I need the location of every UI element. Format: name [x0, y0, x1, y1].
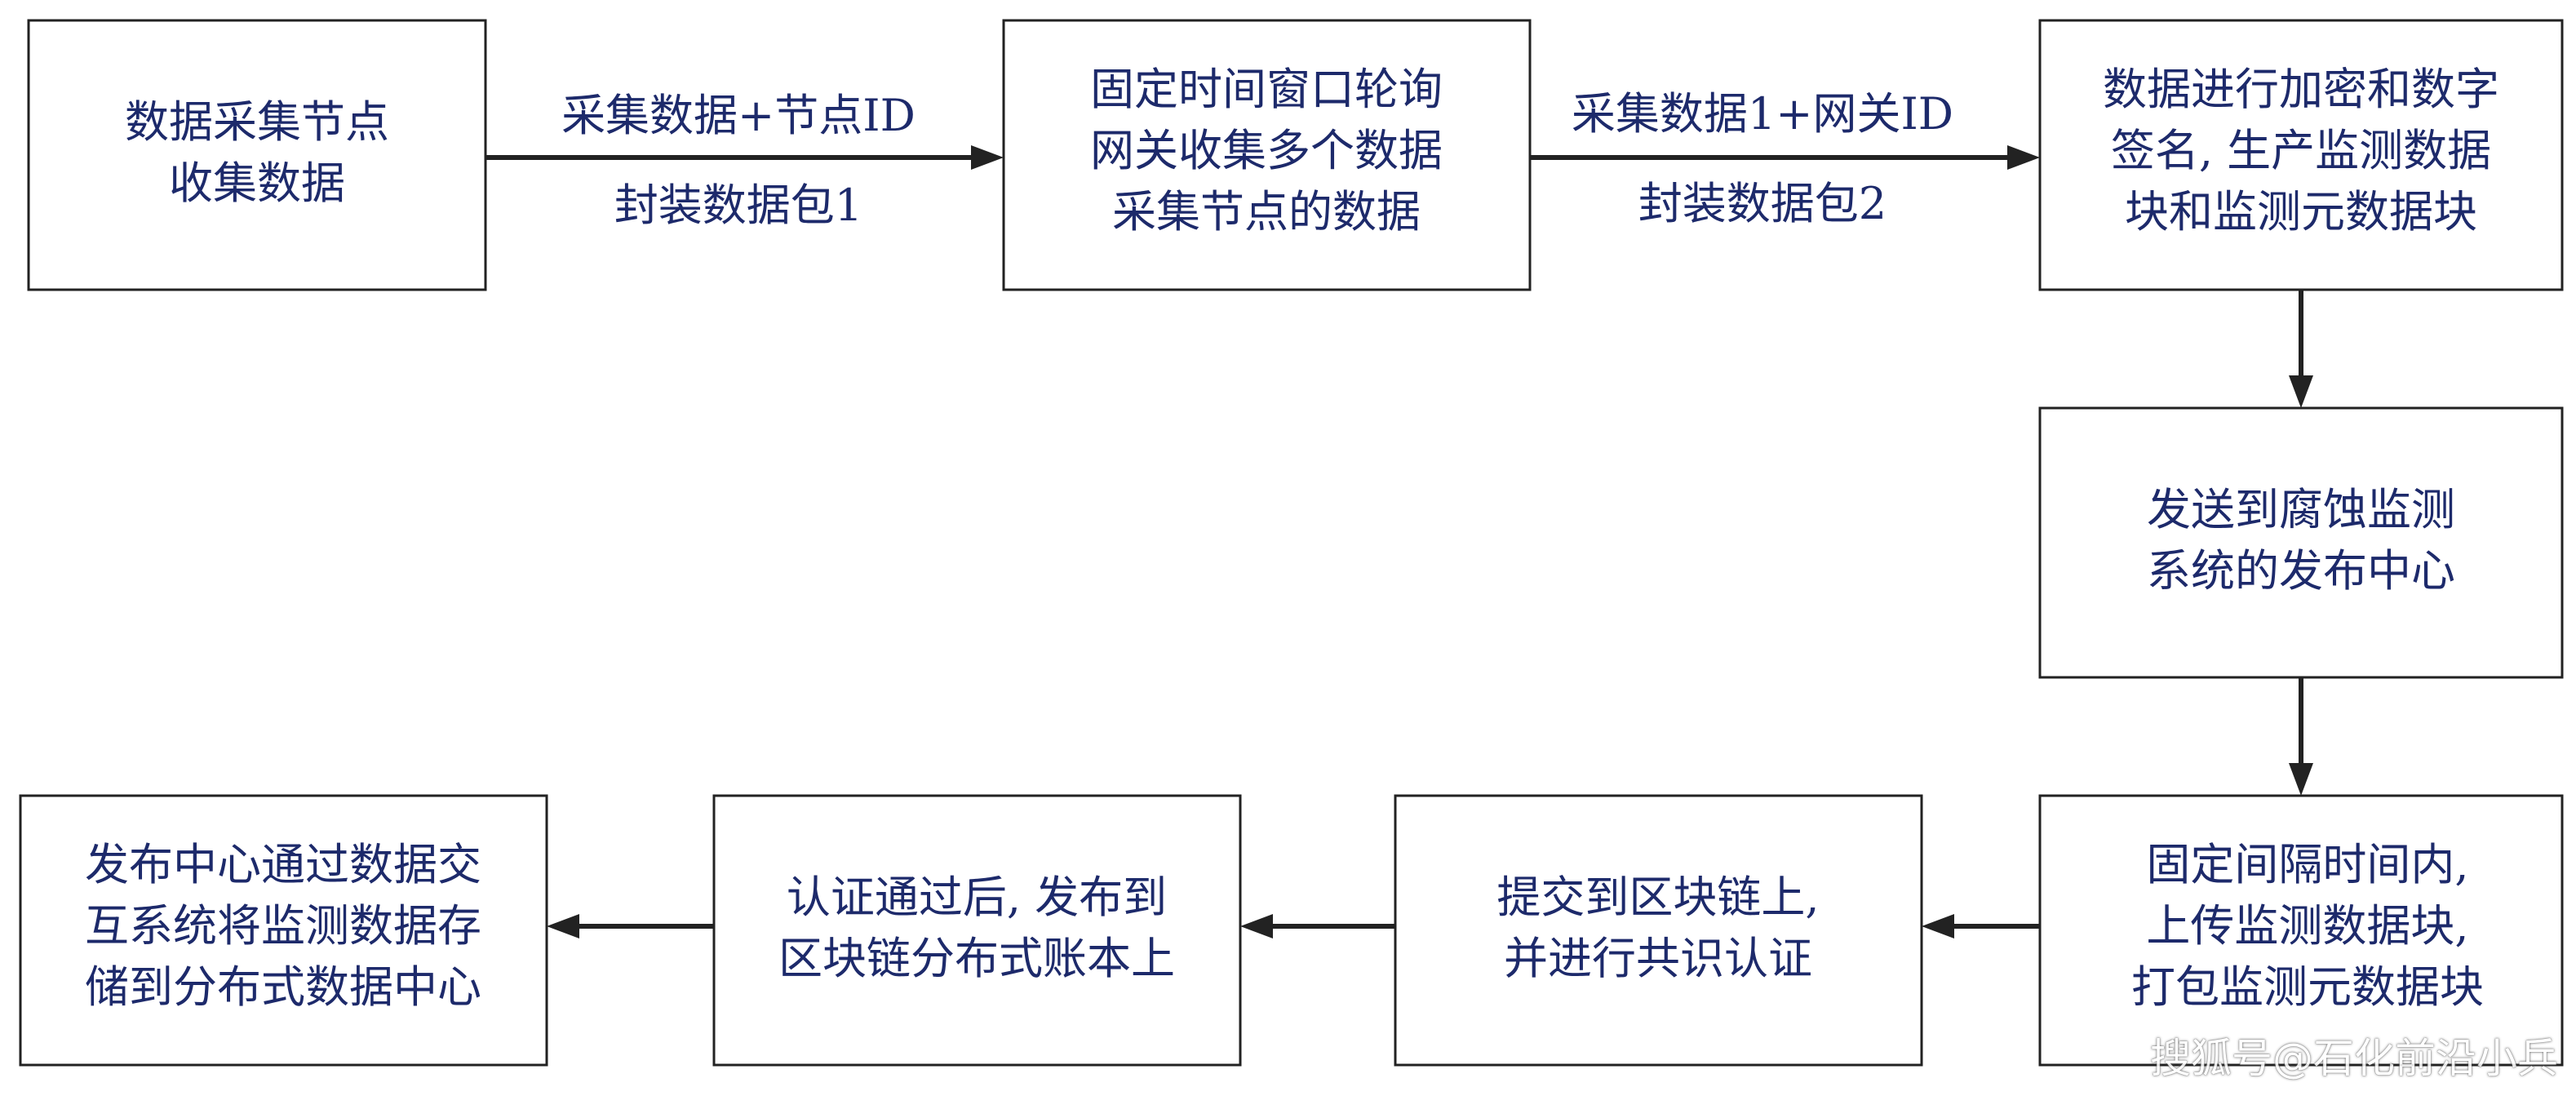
edge-1-label-above: 采集数据+节点ID — [561, 90, 916, 141]
node-publish-line-2: 区块链分布式账本上 — [778, 933, 1175, 984]
arrow-send-to-upload — [2289, 677, 2313, 796]
arrow-gateway-to-encrypt — [1530, 145, 2040, 170]
node-upload-line-3: 打包监测元数据块 — [2131, 961, 2484, 1013]
arrow-collect-to-gateway — [485, 145, 1004, 170]
node-gateway-box — [1002, 19, 1532, 291]
node-encrypt-box — [2038, 19, 2564, 291]
node-collect-box — [27, 19, 487, 291]
node-submit-line-1: 提交到区块链上, — [1496, 872, 1819, 923]
node-publish-line-1: 认证通过后, 发布到 — [787, 872, 1167, 923]
node-send-box — [2038, 406, 2564, 679]
node-encrypt-line-3: 块和监测元数据块 — [2125, 186, 2477, 237]
edge-2-label-above: 采集数据1+网关ID — [1572, 88, 1953, 140]
node-store-box — [19, 794, 548, 1067]
node-send-line-2: 系统的发布中心 — [2147, 545, 2455, 597]
node-upload-line-2: 上传监测数据块, — [2146, 900, 2468, 952]
node-store-line-1: 发布中心通过数据交 — [85, 839, 481, 890]
watermark: 搜狐号@石化前沿小兵 — [2150, 1035, 2558, 1082]
arrow-upload-to-submit — [1922, 914, 2040, 938]
node-submit-box — [1394, 794, 1923, 1067]
node-store-line-3: 储到分布式数据中心 — [85, 961, 481, 1013]
node-store-line-2: 互系统将监测数据存 — [85, 900, 481, 952]
node-collect-line-2: 收集数据 — [169, 158, 345, 209]
node-publish-box — [712, 794, 1242, 1067]
node-send-line-1: 发送到腐蚀监测 — [2147, 484, 2455, 535]
edge-2-label-below: 封装数据包2 — [1638, 178, 1887, 229]
node-encrypt-line-1: 数据进行加密和数字 — [2103, 64, 2499, 115]
node-gateway-line-1: 固定时间窗口轮询 — [1090, 64, 1443, 115]
node-submit-line-2: 并进行共识认证 — [1504, 933, 1812, 984]
arrow-submit-to-publish — [1240, 914, 1395, 938]
node-gateway-line-2: 网关收集多个数据 — [1090, 125, 1443, 176]
edge-1-label-below: 封装数据包1 — [614, 180, 862, 231]
node-collect-line-1: 数据采集节点 — [125, 96, 389, 148]
arrow-encrypt-to-send — [2289, 290, 2313, 408]
arrow-publish-to-store — [547, 914, 714, 938]
node-gateway-line-3: 采集节点的数据 — [1112, 186, 1421, 237]
node-upload-line-1: 固定间隔时间内, — [2146, 839, 2468, 890]
node-encrypt-line-2: 签名, 生产监测数据 — [2111, 125, 2491, 176]
